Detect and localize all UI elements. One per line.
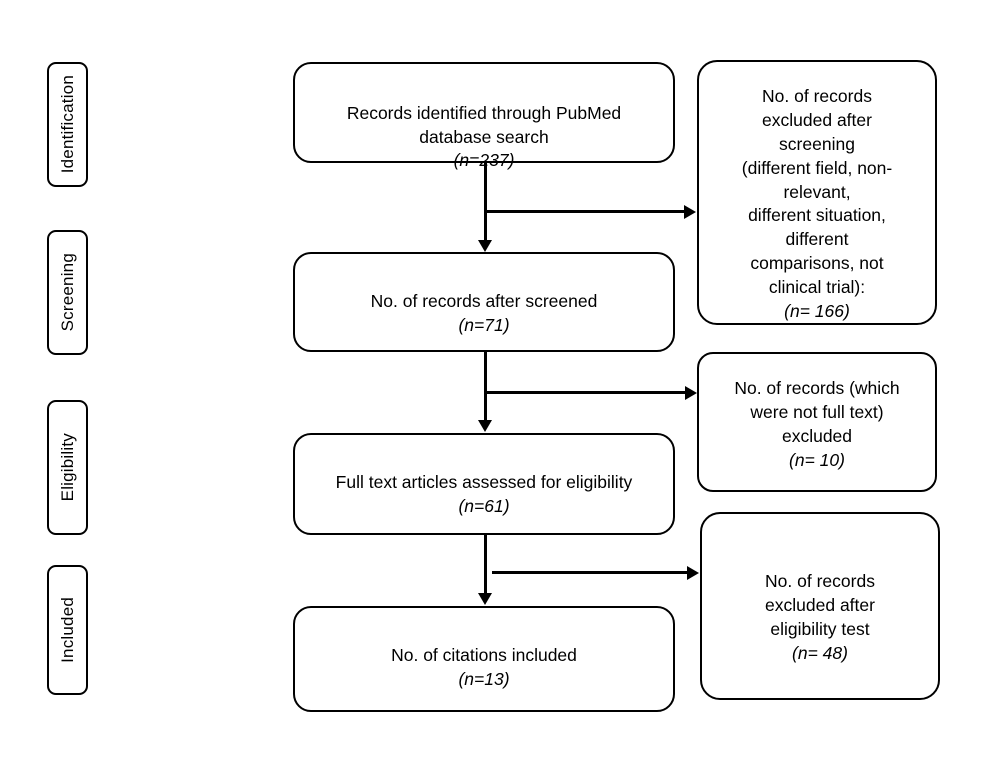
flow-box-body: No. of records excluded after eligibilit…	[765, 571, 875, 639]
flow-box-excluded-after-eligibility: No. of records excluded after eligibilit…	[700, 512, 940, 700]
connector-arrow-down-1	[478, 240, 492, 252]
connector-arrow-down-2	[478, 420, 492, 432]
flow-box-citations-included: No. of citations included (n=13)	[293, 606, 675, 712]
flow-box-records-identified: Records identified through PubMed databa…	[293, 62, 675, 170]
flow-box-excluded-after-screening: No. of records excluded after screening …	[697, 60, 937, 325]
flow-box-body: Records identified through PubMed databa…	[346, 102, 622, 147]
stage-box-identification: Identification	[47, 62, 88, 187]
flow-box-text: Full text articles assessed for eligibil…	[336, 435, 633, 518]
flow-box-excluded-not-full-text: No. of records (which were not full text…	[697, 352, 937, 492]
stage-label-identification: Identification	[58, 75, 77, 174]
stage-box-screening: Screening	[47, 230, 88, 355]
stage-box-included: Included	[47, 565, 88, 695]
branch-line-2	[484, 391, 686, 394]
flow-box-records-after-screened: No. of records after screened (n=71)	[293, 252, 675, 352]
flow-box-text: No. of records after screened (n=71)	[371, 254, 598, 337]
connector-line-2	[484, 352, 487, 422]
flow-box-count: (n=71)	[458, 314, 510, 335]
flow-box-body: No. of records after screened	[370, 290, 598, 311]
flow-box-body: No. of citations included	[391, 644, 577, 665]
flow-box-text: No. of records excluded after eligibilit…	[765, 547, 875, 666]
flow-box-count: (n=13)	[458, 668, 510, 689]
flow-box-text: No. of records (which were not full text…	[734, 354, 899, 491]
stage-label-screening: Screening	[58, 253, 77, 332]
branch-line-3	[492, 571, 688, 574]
stage-label-eligibility: Eligibility	[58, 433, 77, 502]
branch-arrow-right-1	[684, 205, 696, 219]
connector-arrow-down-3	[478, 593, 492, 605]
flow-box-count: (n= 10)	[789, 449, 845, 470]
flow-box-text: No. of citations included (n=13)	[391, 608, 577, 691]
connector-line-1	[484, 163, 487, 241]
flow-box-count: (n=61)	[458, 495, 510, 516]
branch-line-1	[484, 210, 685, 213]
stage-box-eligibility: Eligibility	[47, 400, 88, 535]
stage-label-included: Included	[58, 597, 77, 663]
branch-arrow-right-2	[685, 386, 697, 400]
flow-box-text: Records identified through PubMed databa…	[347, 64, 621, 173]
branch-arrow-right-3	[687, 566, 699, 580]
flow-box-full-text-assessed: Full text articles assessed for eligibil…	[293, 433, 675, 535]
flow-box-count: (n= 166)	[784, 300, 850, 321]
flow-box-body: No. of records (which were not full text…	[734, 378, 900, 446]
flow-box-count: (n=237)	[453, 150, 515, 171]
connector-line-3	[484, 535, 487, 595]
flow-box-body: No. of records excluded after screening …	[741, 86, 893, 297]
flow-box-text: No. of records excluded after screening …	[742, 62, 892, 324]
flow-box-body: Full text articles assessed for eligibil…	[335, 471, 633, 492]
flow-box-count: (n= 48)	[792, 642, 848, 663]
